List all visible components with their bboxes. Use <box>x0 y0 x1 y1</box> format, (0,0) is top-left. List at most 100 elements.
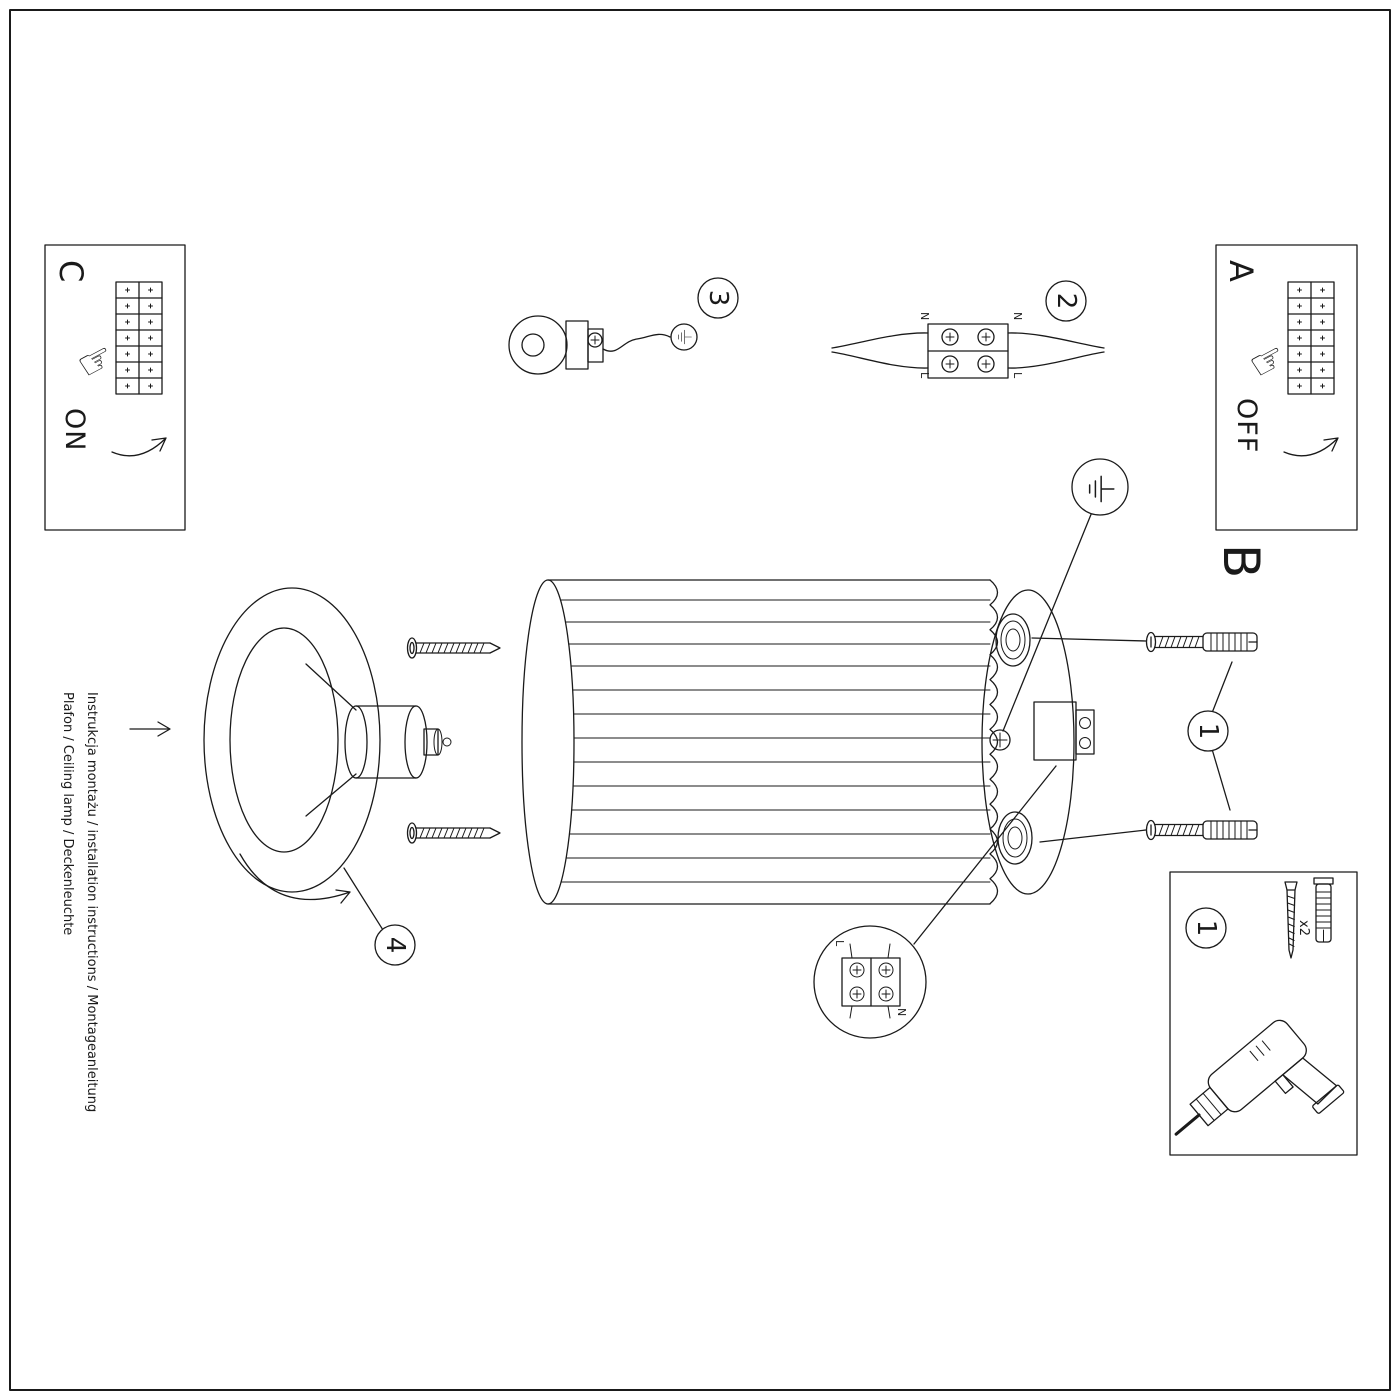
leader-line <box>1211 748 1231 811</box>
neutral-label: N <box>1011 312 1024 320</box>
sheet-border <box>9 9 1391 1391</box>
cone-edge <box>305 663 357 711</box>
panel-a: A ☞ OFF <box>1215 244 1358 531</box>
rotate-arrow-icon <box>1283 437 1339 457</box>
fixings-group: 1 <box>1145 631 1258 841</box>
hand-pointing-icon: ☞ <box>1241 333 1294 390</box>
wall-plug-icon <box>1313 877 1334 943</box>
drill-bit <box>1174 1113 1201 1136</box>
live-label: L <box>833 940 846 947</box>
step-1-number: 1 <box>1191 920 1221 937</box>
ground-callout <box>1002 458 1129 732</box>
terminal-detail-group: L N <box>813 925 927 1039</box>
plate-screw-icon <box>989 729 1011 751</box>
plate-terminal-side <box>1075 709 1095 755</box>
lamp-holder-opening <box>521 333 545 357</box>
step-4-number: 4 <box>380 937 410 954</box>
ground-wire <box>602 333 671 352</box>
socket-cylinder-face <box>404 705 428 779</box>
step-1-badge <box>1187 710 1229 752</box>
drill-handle <box>1282 1057 1338 1105</box>
supply-wires-left <box>831 332 929 369</box>
step-1-number: 1 <box>1193 723 1223 740</box>
mounting-screw-bottom <box>406 822 501 844</box>
cone-edge <box>305 773 357 817</box>
detail-wires <box>849 943 891 1019</box>
canopy-plate <box>203 587 381 893</box>
socket-bottom-thread <box>1002 818 1028 858</box>
connector-screw-icon <box>941 355 959 373</box>
quantity-label: x2 <box>1296 920 1311 936</box>
nipple-end <box>433 728 443 756</box>
tools-box-group: 1 x2 <box>1169 871 1358 1156</box>
step-4-badge <box>374 924 416 966</box>
screw-slots <box>945 332 991 369</box>
terminal-screw-icon <box>878 962 894 978</box>
connector-screw-icon <box>977 328 995 346</box>
socket-cylinder-end <box>344 705 368 779</box>
switch-on-label: ON <box>59 408 90 451</box>
step-3-number: 3 <box>703 290 733 307</box>
canopy-inner-rim <box>229 627 339 853</box>
drill-trigger <box>1274 1074 1294 1095</box>
panel-a-label: A <box>1222 260 1260 282</box>
live-label: L <box>1011 372 1024 379</box>
plate-screw-cross <box>992 732 1008 748</box>
panel-c-label: C <box>52 260 90 282</box>
socket-nipple <box>423 728 439 756</box>
drill-battery <box>1312 1084 1345 1114</box>
drill-chuck <box>1189 1086 1229 1127</box>
step-1-badge <box>1185 907 1227 949</box>
panel-a-box <box>1215 244 1358 531</box>
terminal-screw-icon <box>1079 717 1091 729</box>
neutral-label: N <box>918 312 931 320</box>
lamp-holder-ring <box>508 315 568 375</box>
terminal-screw-icon <box>1079 737 1091 749</box>
holder-bracket <box>565 320 589 370</box>
section-b-label: B <box>1212 544 1270 578</box>
screw-thread <box>1286 895 1296 947</box>
step-3-badge <box>697 277 739 319</box>
panel-c-box <box>44 244 186 531</box>
leader-line <box>913 765 1057 945</box>
socket-top-opening <box>1005 628 1021 652</box>
canopy-group: 4 <box>129 587 452 966</box>
socket-top-thread <box>1000 620 1026 660</box>
terminal-strip-icon <box>115 281 163 395</box>
switch-off-label: OFF <box>1231 398 1262 453</box>
plate-terminal-block <box>1033 701 1077 761</box>
leader-line <box>343 867 384 931</box>
leader-line <box>1211 661 1233 714</box>
plug-collar <box>1313 877 1334 885</box>
insert-arrow-icon <box>129 721 171 737</box>
shade-open-end <box>521 579 575 905</box>
terminal-screw-icon <box>849 986 865 1002</box>
twist-arrow-icon <box>239 853 351 904</box>
panel-c: C ☞ ON <box>44 244 186 531</box>
screw-head <box>1284 881 1298 891</box>
wall-plug-screw-top <box>1145 631 1258 653</box>
product-title: Plafon / Ceiling lamp / Deckenleuchte <box>60 692 75 935</box>
neutral-label: N <box>895 1008 908 1016</box>
detail-circle <box>813 925 927 1039</box>
connector-screw-icon <box>977 355 995 373</box>
ground-mini-circle <box>670 323 698 351</box>
plug-ribs <box>1315 891 1332 929</box>
rotate-arrow-icon <box>111 437 167 457</box>
step-2-number: 2 <box>1051 293 1081 310</box>
holder-clamp <box>587 328 604 363</box>
terminal-screw-icon <box>849 962 865 978</box>
screw-icon <box>1284 881 1298 959</box>
terminal-screw-icon <box>878 986 894 1002</box>
leader-line <box>1002 511 1093 732</box>
ground-circle <box>1071 458 1129 516</box>
leader-line <box>1031 637 1147 642</box>
nipple-tip <box>442 737 452 747</box>
mounting-screw-top <box>406 637 501 659</box>
shade-ribs <box>560 599 991 883</box>
drill-vents <box>1249 1040 1271 1061</box>
socket-bottom-opening <box>1007 826 1023 850</box>
tools-box <box>1169 871 1358 1156</box>
